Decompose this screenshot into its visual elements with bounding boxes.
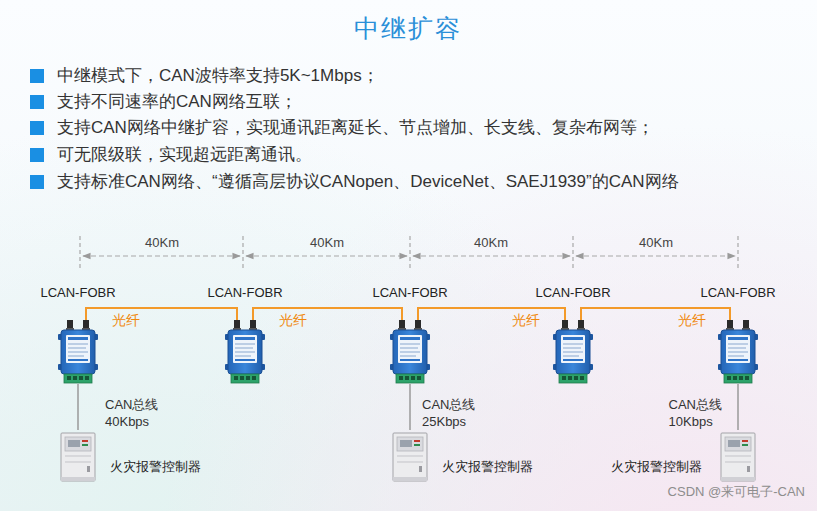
repeater-node: LCAN-FOBR [695, 284, 780, 384]
fire-alarm-cabinet [61, 433, 95, 481]
fiber-link [616, 307, 696, 309]
fiber-repeater-device [553, 320, 593, 383]
feature-bullet: 可无限级联，实现超远距离通讯。 [57, 145, 812, 165]
controller-label: 火灾报警控制器 [110, 459, 201, 475]
feature-bullet: 支持CAN网络中继扩容，实现通讯距离延长、节点增加、长支线、复杂布网等； [57, 118, 812, 138]
dimension-line [576, 255, 735, 256]
fiber-label: 光纤 [512, 312, 540, 328]
device-label: LCAN-FOBR [207, 285, 282, 301]
bullet-square [30, 175, 44, 189]
fiber-label: 光纤 [279, 312, 307, 328]
fiber-repeater-device [58, 320, 98, 383]
dimension-tick [572, 236, 573, 270]
fiber-stub [581, 308, 621, 320]
controller-node: 火灾报警控制器 [392, 430, 537, 482]
fiber-stub [362, 308, 402, 320]
dimension-line [83, 255, 240, 256]
fiber-repeater-device [225, 320, 265, 383]
feature-bullet: 支持标准CAN网络、“遵循高层协议CANopen、DeviceNet、SAEJ1… [57, 172, 812, 192]
fiber-label: 光纤 [678, 312, 706, 328]
distance-label: 40Km [145, 235, 179, 251]
repeater-node: LCAN-FOBR [35, 284, 120, 384]
fiber-stubs [86, 308, 730, 320]
bus-label: CAN总线 40Kbps [105, 396, 158, 430]
can-bus-link [737, 384, 739, 430]
bus-label: CAN总线 25Kbps [422, 396, 475, 430]
controllers [61, 433, 755, 481]
fiber-link [453, 307, 531, 309]
fiber-label: 光纤 [112, 312, 140, 328]
device-label: LCAN-FOBR [535, 285, 610, 301]
fiber-repeater-device [390, 320, 430, 383]
distance-label: 40Km [474, 235, 508, 251]
fiber-stub [418, 308, 458, 320]
device-label: LCAN-FOBR [700, 285, 775, 301]
dimension-tick [409, 236, 410, 270]
dimension-tick [242, 236, 243, 270]
repeater-node: LCAN-FOBR [202, 284, 287, 384]
bus-label: CAN总线 10Kbps [669, 396, 722, 430]
controller-node: 火灾报警控制器 [60, 430, 205, 482]
fire-alarm-cabinet [393, 433, 427, 481]
devices [58, 320, 758, 383]
dimension-lines [80, 236, 738, 270]
controller-node: 火灾报警控制器 [611, 430, 756, 482]
bullet-squares [30, 69, 44, 189]
watermark: CSDN @来可电子-CAN [668, 484, 805, 500]
dimension-tick [79, 236, 80, 270]
fiber-stub [197, 308, 237, 320]
device-label: LCAN-FOBR [372, 285, 447, 301]
title: 中继扩容 [354, 12, 462, 45]
fiber-repeater-device [718, 320, 758, 383]
bullet-square [30, 69, 44, 83]
controller-label: 火灾报警控制器 [611, 459, 702, 475]
device-label: LCAN-FOBR [40, 285, 115, 301]
bullet-square [30, 121, 44, 135]
can-bus-link [77, 384, 79, 430]
distance-label: 40Km [310, 235, 344, 251]
repeater-node: LCAN-FOBR [367, 284, 452, 384]
dimension-line [413, 255, 570, 256]
can-bus-link [409, 384, 411, 430]
feature-bullet: 支持不同速率的CAN网络互联； [57, 92, 812, 112]
controller-label: 火灾报警控制器 [442, 459, 533, 475]
fiber-link [121, 307, 203, 309]
repeater-node: LCAN-FOBR [530, 284, 615, 384]
bullet-square [30, 95, 44, 109]
bullet-square [30, 148, 44, 162]
feature-bullet: 中继模式下，CAN波特率支持5K~1Mbps； [57, 66, 812, 86]
fire-alarm-cabinet [721, 433, 755, 481]
dimension-line [246, 255, 407, 256]
distance-label: 40Km [639, 235, 673, 251]
dimension-tick [737, 236, 738, 270]
fiber-link [288, 307, 368, 309]
